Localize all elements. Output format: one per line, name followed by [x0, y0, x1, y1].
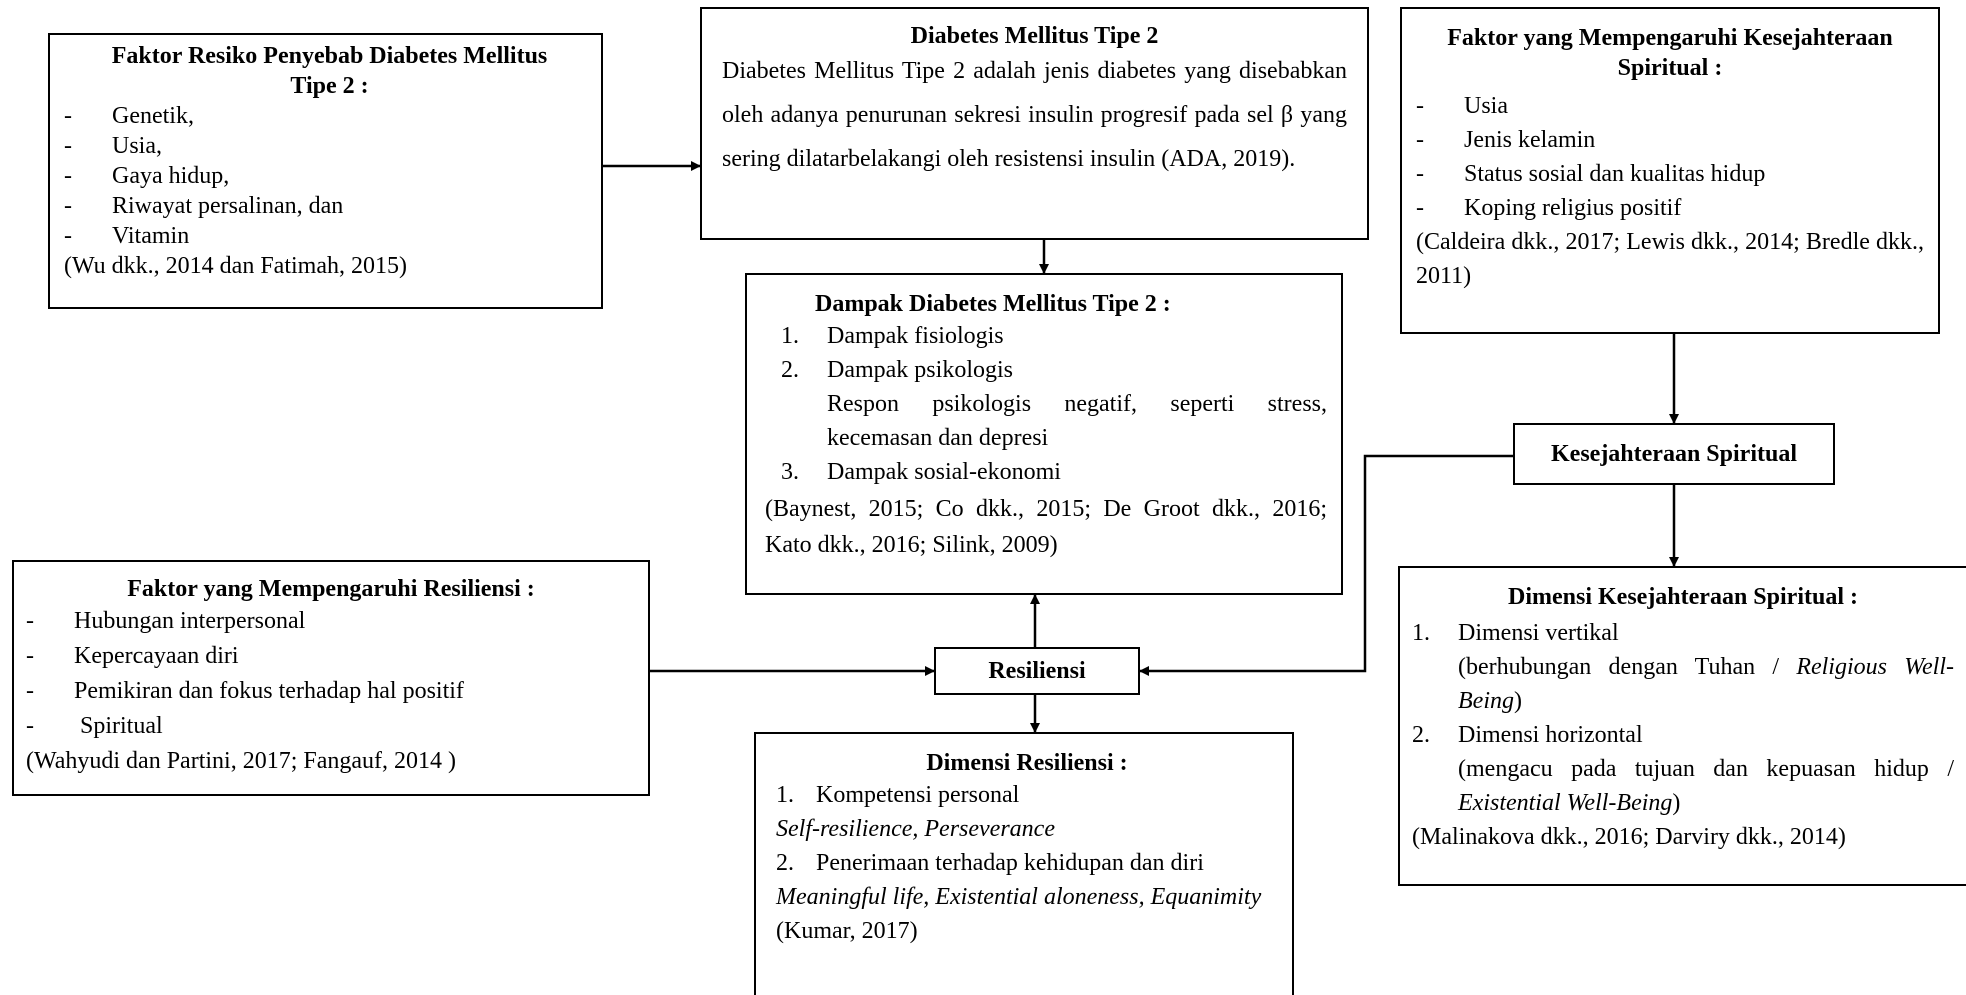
list-item: -Usia,: [64, 133, 162, 159]
resilience-factors-source: (Wahyudi dan Partini, 2017; Fangauf, 201…: [26, 748, 456, 774]
list-item: 1.Dampak fisiologis: [781, 323, 1004, 349]
impact-psychological-detail: Respon psikologis negatif, seperti stres…: [827, 391, 1327, 451]
spiritual-dimensions-source: (Malinakova dkk., 2016; Darviry dkk., 20…: [1412, 824, 1846, 850]
spiritual-factors-source: (Caldeira dkk., 2017; Lewis dkk., 2014; …: [1416, 229, 1924, 289]
list-item: -Vitamin: [64, 223, 190, 249]
impact-box: Dampak Diabetes Mellitus Tipe 2 : 1.Damp…: [745, 273, 1343, 595]
list-item: -Jenis kelamin: [1416, 127, 1596, 153]
spiritual-dimension-detail: (mengacu pada tujuan dan kepuasan hidup …: [1458, 756, 1954, 816]
list-item: 2.Dampak psikologis: [781, 357, 1013, 383]
list-item: -Spiritual: [26, 713, 163, 739]
dm2-definition-box: Diabetes Mellitus Tipe 2 Diabetes Mellit…: [700, 7, 1369, 240]
resilience-dimension-detail: Self-resilience, Perseverance: [776, 816, 1055, 842]
resilience-factors-box: Faktor yang Mempengaruhi Resiliensi : -H…: [12, 560, 650, 796]
list-item: 3.Dampak sosial-ekonomi: [781, 459, 1061, 485]
resilience-factors-title: Faktor yang Mempengaruhi Resiliensi :: [127, 576, 535, 602]
spiritual-factors-box: Faktor yang Mempengaruhi Kesejahteraan S…: [1400, 7, 1940, 334]
list-item: 2.Dimensi horizontal: [1412, 722, 1643, 748]
spiritual-dimensions-box: Dimensi Kesejahteraan Spiritual : 1.Dime…: [1398, 566, 1966, 886]
list-item: 1.Dimensi vertikal: [1412, 620, 1619, 646]
list-item: -Status sosial dan kualitas hidup: [1416, 161, 1766, 187]
arrow-spiritual-to-resilience: [1139, 454, 1513, 676]
dm2-body: Diabetes Mellitus Tipe 2 adalah jenis di…: [722, 58, 1347, 172]
resilience-dimensions-source: (Kumar, 2017): [776, 918, 918, 944]
list-item: -Usia: [1416, 93, 1508, 119]
resilience-dimensions-box: Dimensi Resiliensi : 1.Kompetensi person…: [754, 732, 1294, 995]
resilience-box: Resiliensi: [934, 647, 1140, 695]
list-item: -Pemikiran dan fokus terhadap hal positi…: [26, 678, 464, 704]
resilience-label: Resiliensi: [988, 658, 1086, 684]
list-item: -Hubungan interpersonal: [26, 608, 306, 634]
spiritual-wellbeing-label: Kesejahteraan Spiritual: [1551, 441, 1797, 467]
dm2-title: Diabetes Mellitus Tipe 2: [910, 23, 1159, 49]
spiritual-dimensions-title: Dimensi Kesejahteraan Spiritual :: [1508, 584, 1858, 610]
list-item: 1.Kompetensi personal: [776, 782, 1020, 808]
list-item: -Genetik,: [64, 103, 194, 129]
list-item: -Gaya hidup,: [64, 163, 230, 189]
list-item: -Koping religius positif: [1416, 195, 1682, 221]
impact-title: Dampak Diabetes Mellitus Tipe 2 :: [815, 291, 1171, 317]
resilience-dimensions-title: Dimensi Resiliensi :: [926, 750, 1128, 776]
spiritual-wellbeing-box: Kesejahteraan Spiritual: [1513, 423, 1835, 485]
list-item: 2.Penerimaan terhadap kehidupan dan diri: [776, 850, 1204, 876]
list-item: -Kepercayaan diri: [26, 643, 239, 669]
resilience-dimension-detail: Meaningful life, Existential aloneness, …: [776, 884, 1262, 910]
impact-source: (Baynest, 2015; Co dkk., 2015; De Groot …: [765, 496, 1327, 558]
list-item: -Riwayat persalinan, dan: [64, 193, 344, 219]
risk-factors-title: Faktor Resiko Penyebab Diabetes Mellitus…: [111, 43, 548, 99]
spiritual-factors-title: Faktor yang Mempengaruhi Kesejahteraan S…: [1447, 25, 1893, 81]
risk-factors-box: Faktor Resiko Penyebab Diabetes Mellitus…: [48, 33, 603, 309]
spiritual-dimension-detail: (berhubungan dengan Tuhan / Religious We…: [1458, 654, 1954, 714]
risk-factors-source: (Wu dkk., 2014 dan Fatimah, 2015): [64, 253, 407, 279]
